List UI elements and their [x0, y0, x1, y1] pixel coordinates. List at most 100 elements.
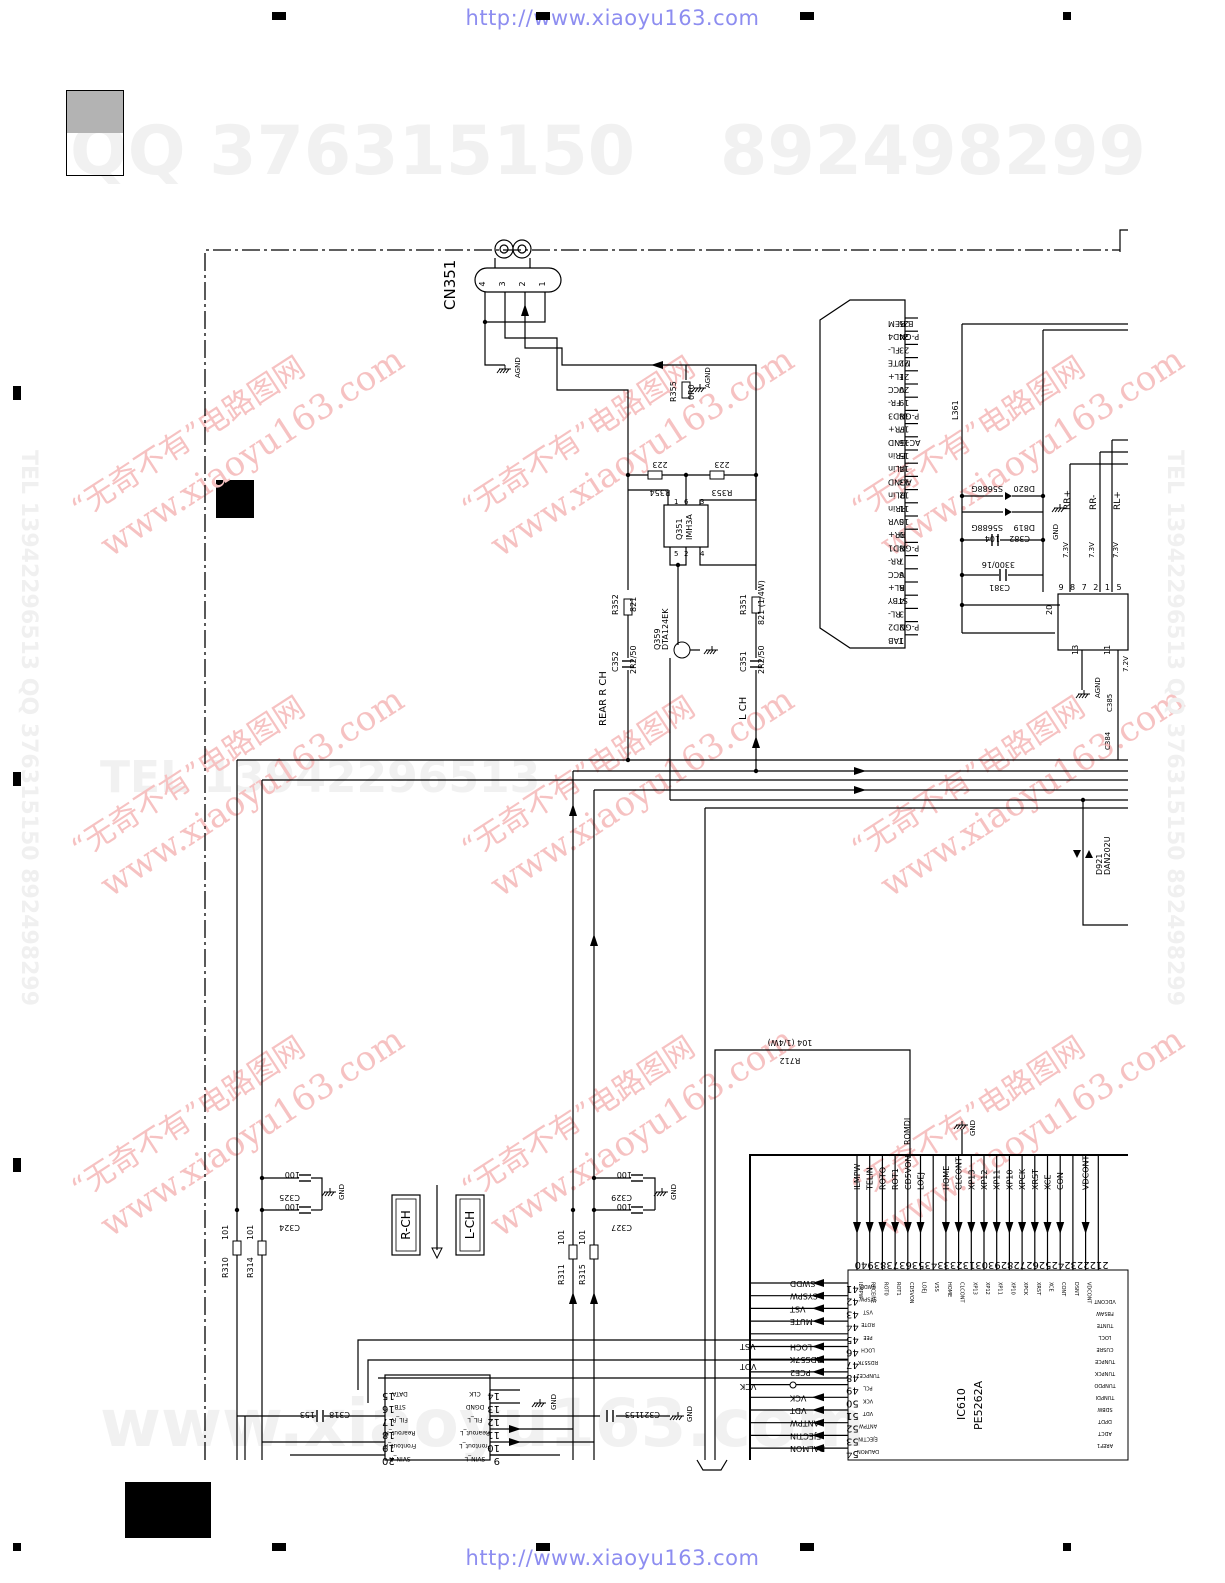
ic-signal-label: PCE2 [790, 1368, 811, 1377]
ic-pin-number: 32 [956, 1259, 969, 1270]
part-value: 101 [221, 1225, 230, 1240]
ic-pin-function: SVIN_L [464, 1455, 485, 1462]
part-ref: C329 [611, 1193, 632, 1202]
l-ch-label: L CH [738, 697, 749, 720]
part-value: 223 [714, 460, 729, 469]
ic-pin-number: 9 [494, 1455, 500, 1466]
wire [524, 292, 757, 590]
junction-dot [959, 493, 965, 499]
rl-plus-label: RL+ [1113, 491, 1123, 510]
ic-pin-function: Rearout_R [385, 1429, 416, 1436]
ic-signal-label: VCK [789, 1393, 806, 1402]
part-ref: C324 [279, 1223, 300, 1232]
ic-pin-function: DGND [465, 1403, 484, 1410]
part-ref: C325 [279, 1193, 300, 1202]
wire [485, 292, 546, 323]
ic-pin-number: 23 [1071, 1259, 1084, 1270]
resistor-r314 [257, 1240, 267, 1256]
ic-signal-label: ROT1 [891, 1168, 900, 1190]
signal-arrow-down [891, 1222, 900, 1234]
ic-pin-number: 53 [846, 1435, 859, 1446]
junction-dot [753, 768, 759, 774]
ic-pin-number: 54 [846, 1448, 859, 1459]
part-ref: C352 [611, 651, 620, 672]
junction-dot [625, 757, 631, 763]
amp-pin-name: RL- [888, 609, 901, 618]
ic-pin-number: 30 [982, 1259, 995, 1270]
signal-arrow-left [812, 1317, 824, 1326]
junction-dot [234, 1207, 240, 1213]
ic-pin-function: FBSAW [1096, 1310, 1114, 1316]
ic-pin-function: CLCONT [959, 1282, 965, 1303]
voltage-label: 7.3V [1088, 542, 1096, 558]
registration-mark [272, 12, 286, 20]
ic-pin-function: AREF1 [1097, 1442, 1113, 1448]
amp-pin-number: 25 [899, 319, 909, 328]
ic-pin-function: ROT1 [895, 1282, 901, 1296]
part-ref: R311 [557, 1264, 566, 1285]
resistor-r315 [589, 1244, 599, 1260]
ic-signal-label: TELIN [866, 1167, 875, 1191]
ic-pin-function: ROT0 [882, 1282, 888, 1296]
ic-pin-number: 21 [1096, 1259, 1109, 1270]
ic-pin-number: 9 [1058, 583, 1063, 592]
signal-arrow-left [812, 1431, 824, 1440]
amp-pin-number: 10 [899, 517, 909, 526]
ic-pin-function: XP13 [971, 1282, 977, 1295]
amp-pin-name: AGND [888, 477, 912, 486]
signal-arrow-down [954, 1222, 963, 1234]
ic-pin-number: 16 [382, 1403, 395, 1414]
capacitor-c329-gap [631, 1174, 643, 1182]
registration-mark [13, 386, 21, 400]
junction-dot [259, 1207, 265, 1213]
signal-arrow-left [812, 1291, 824, 1300]
wire [696, 1459, 728, 1471]
amp-pin-number: 7 [899, 557, 904, 566]
capacitor-c318-gap [316, 1410, 324, 1422]
diode-d819 [1005, 508, 1012, 516]
capacitor-c351-gap [750, 660, 762, 668]
amp-pin-number: 13 [899, 477, 909, 486]
amp-pin-name: B.REM [888, 319, 914, 328]
pin-number: 1 [674, 498, 678, 506]
ic-signal-label: XRST [1031, 1169, 1040, 1190]
ic-signal-label: ILMPW [853, 1163, 862, 1190]
registration-mark [800, 1543, 814, 1551]
amp-pin-name: RR- [888, 557, 902, 566]
signal-arrow-down [967, 1222, 976, 1234]
signal-arrow-down [916, 1222, 925, 1234]
signal-arrow-down [1056, 1222, 1065, 1234]
junction-dot [959, 572, 965, 578]
ic-pin-function: Frontout_R [384, 1442, 416, 1449]
jack-left-icon [499, 244, 509, 254]
ic-pin-number: 44 [846, 1321, 859, 1332]
ic-signal-label: XP10 [1005, 1170, 1014, 1190]
signal-arrow-left [812, 1279, 824, 1287]
ic-pin-function: FIL_R [392, 1416, 408, 1423]
ic-pin-number: 10 [487, 1442, 500, 1453]
ic-signal-label: ROTO [878, 1167, 887, 1190]
ic-pin-function: DPDT [1097, 1418, 1112, 1424]
gnd-label: AGND [704, 367, 712, 388]
part-value: 2R2/50 [757, 645, 766, 674]
ic-pin-function: RDS57K [857, 1359, 878, 1365]
ic-pin-function: TUNPDI [1096, 1394, 1116, 1400]
junction-dot [959, 602, 965, 608]
part-ref: Q351 [675, 518, 684, 540]
ic-pin-number: 34 [931, 1259, 944, 1270]
part-value: 104 (1/4W) [768, 1038, 813, 1047]
ic-pin-number: 13 [487, 1403, 500, 1414]
registration-mark [800, 12, 814, 20]
ic-pin-function: DATA [391, 1390, 407, 1397]
part-value: DAN202U [1103, 836, 1112, 875]
amp-pin-name: TAB [888, 636, 904, 645]
l-ch-label: L-CH [463, 1211, 477, 1239]
top-url: http://www.xiaoyu163.com [465, 6, 760, 30]
capacitor-c327-gap [631, 1206, 643, 1214]
ic-pin-number: 19 [382, 1442, 395, 1453]
ic-pin-number: 8 [1070, 583, 1075, 592]
resistor-r355 [681, 381, 691, 399]
ic-pin-number: 39 [867, 1259, 880, 1270]
junction-dot [959, 537, 965, 543]
ic-pin-number: 11 [1103, 645, 1112, 655]
